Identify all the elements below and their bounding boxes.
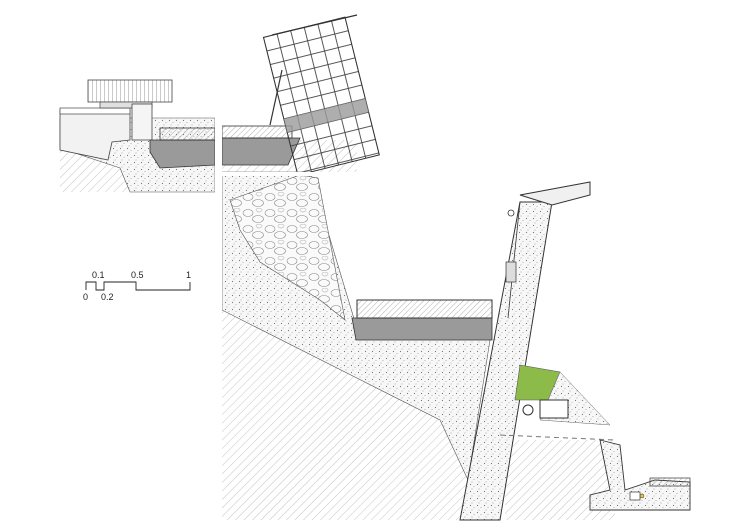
lower-marker [639, 493, 645, 499]
scale-label-0-5: 0.5 [131, 270, 144, 280]
dark-foundation [351, 317, 493, 341]
drain-box [539, 399, 569, 419]
hatched-slab-top [221, 125, 293, 139]
bench-slats [87, 79, 173, 103]
dashed-boundary [499, 434, 616, 441]
paving-top-left [59, 107, 131, 115]
scale-label-0-1: 0.1 [92, 270, 105, 280]
scale-label-0-2: 0.2 [101, 292, 114, 302]
lower-steps [589, 439, 691, 511]
hatched-slab-left [159, 127, 216, 141]
scale-label-0: 0 [83, 292, 88, 302]
lower-paving [649, 477, 691, 487]
detail-top [221, 14, 380, 176]
drain-pipe [522, 404, 534, 416]
wall-cap [519, 181, 591, 206]
scale-bar-line [85, 281, 191, 291]
ground-hatch-main [222, 310, 470, 520]
scale-label-1: 1 [186, 270, 191, 280]
facade-top-rail [271, 14, 358, 36]
grid-facade-dark-band [283, 98, 369, 133]
step-block-left [131, 103, 153, 141]
wall-fixture [505, 261, 517, 283]
stone-drainage [229, 174, 346, 321]
scale-bar: 0.1 0.5 1 0 0.2 [83, 270, 191, 302]
wall-light [507, 209, 515, 217]
main-section [221, 171, 691, 521]
dark-slab-top [221, 137, 301, 166]
dark-slab-left [149, 139, 216, 169]
detail-left [59, 79, 216, 193]
wall-inner-face [507, 201, 521, 319]
lower-fixture [629, 491, 641, 501]
facade-brace [269, 69, 283, 126]
top-slab [356, 299, 493, 319]
